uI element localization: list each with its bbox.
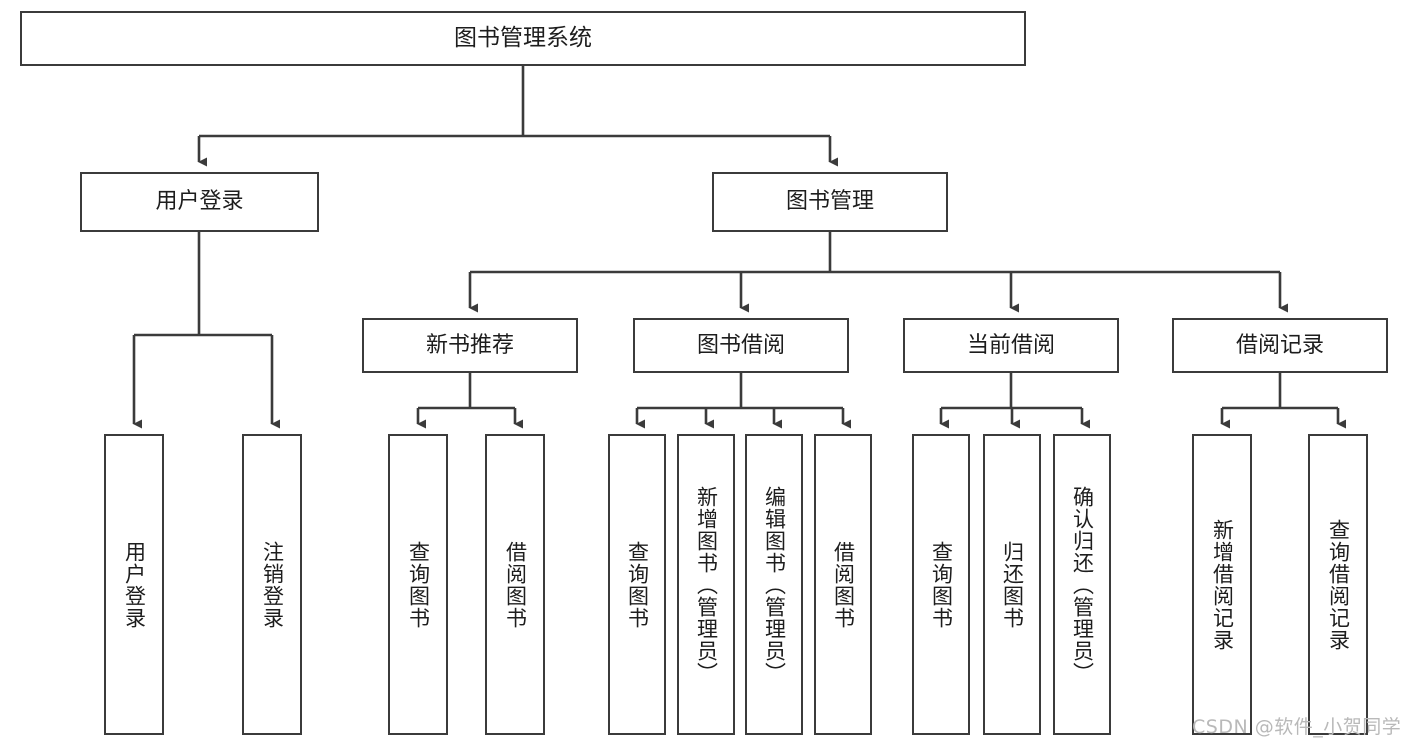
node-label-leaf-cur-2: 归还图书 — [1000, 540, 1025, 629]
node-label-root: 图书管理系统 — [454, 24, 592, 51]
node-bookmgmt: 图书管理 — [712, 172, 948, 232]
node-label-current: 当前借阅 — [966, 332, 1055, 358]
node-leaf-borrow-2: 新增图书（管理员） — [677, 434, 735, 735]
node-label-leaf-login-1: 用户登录 — [122, 540, 147, 629]
node-label-borrow: 图书借阅 — [696, 332, 785, 358]
node-label-records: 借阅记录 — [1235, 332, 1324, 358]
node-login: 用户登录 — [80, 172, 319, 232]
node-label-newbook: 新书推荐 — [425, 332, 514, 358]
node-label-leaf-rec-2: 查询借阅记录 — [1326, 518, 1351, 651]
node-label-leaf-borrow-2: 新增图书（管理员） — [694, 485, 719, 684]
node-borrow: 图书借阅 — [633, 318, 849, 373]
node-label-leaf-rec-1: 新增借阅记录 — [1210, 518, 1235, 651]
connector-lines — [132, 66, 1346, 429]
node-leaf-login-1: 用户登录 — [104, 434, 164, 735]
node-leaf-new-1: 查询图书 — [388, 434, 448, 735]
node-records: 借阅记录 — [1172, 318, 1388, 373]
node-label-leaf-borrow-1: 查询图书 — [625, 540, 650, 629]
node-leaf-new-2: 借阅图书 — [485, 434, 545, 735]
node-leaf-rec-2: 查询借阅记录 — [1308, 434, 1368, 735]
node-leaf-borrow-3: 编辑图书（管理员） — [745, 434, 803, 735]
node-leaf-login-2: 注销登录 — [242, 434, 302, 735]
node-label-leaf-cur-1: 查询图书 — [929, 540, 954, 629]
node-label-leaf-new-2: 借阅图书 — [503, 540, 528, 629]
node-label-leaf-new-1: 查询图书 — [406, 540, 431, 629]
node-label-login: 用户登录 — [155, 189, 244, 215]
node-leaf-cur-1: 查询图书 — [912, 434, 970, 735]
node-label-leaf-login-2: 注销登录 — [260, 540, 285, 629]
node-root: 图书管理系统 — [20, 11, 1026, 66]
node-leaf-rec-1: 新增借阅记录 — [1192, 434, 1252, 735]
node-current: 当前借阅 — [903, 318, 1119, 373]
node-leaf-cur-2: 归还图书 — [983, 434, 1041, 735]
node-label-leaf-borrow-3: 编辑图书（管理员） — [762, 485, 787, 684]
node-leaf-borrow-4: 借阅图书 — [814, 434, 872, 735]
node-label-bookmgmt: 图书管理 — [785, 189, 874, 215]
node-leaf-cur-3: 确认归还（管理员） — [1053, 434, 1111, 735]
node-newbook: 新书推荐 — [362, 318, 578, 373]
node-leaf-borrow-1: 查询图书 — [608, 434, 666, 735]
node-label-leaf-cur-3: 确认归还（管理员） — [1070, 485, 1095, 684]
node-label-leaf-borrow-4: 借阅图书 — [831, 540, 856, 629]
